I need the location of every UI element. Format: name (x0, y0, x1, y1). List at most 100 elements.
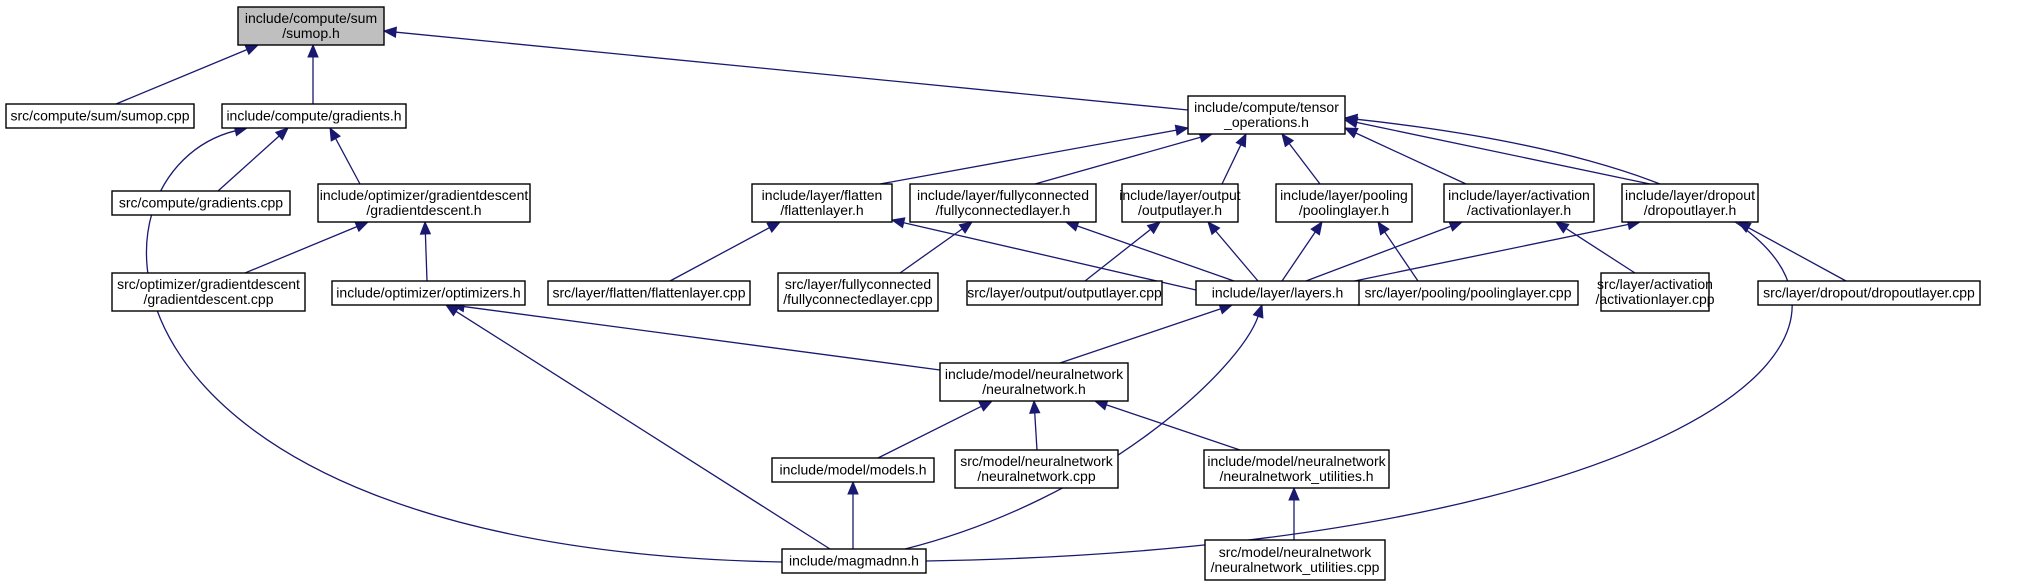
edges-layer (115, 26, 1847, 563)
edge-arrowhead (1288, 486, 1300, 501)
edge-dropout_h-to-tensor_ops_h (1343, 116, 1651, 185)
node-sumop-h[interactable]: include/compute/sum/sumop.h (237, 6, 385, 46)
node-flatten-cpp[interactable]: src/layer/flatten/flattenlayer.cpp (547, 280, 751, 306)
node-box (909, 183, 1097, 223)
edge-pooling_cpp-to-pooling_h (1377, 220, 1419, 282)
edge-gd_cpp-to-gd_h (244, 221, 370, 274)
node-label-line: src/layer/activation (1597, 276, 1713, 292)
edge-dropout_cpp-to-dropout_h (1736, 221, 1847, 282)
node-flatten-h[interactable]: include/layer/flatten/flattenlayer.h (751, 183, 893, 223)
edge-line (904, 315, 1260, 550)
node-box (777, 272, 939, 312)
edge-magmadnn_h-to-models_h (847, 480, 859, 549)
edge-line (1105, 403, 1241, 451)
edge-line (145, 129, 783, 563)
edge-nn_util_cpp-to-nn_util_h (1288, 486, 1300, 540)
edge-arrowhead (1281, 132, 1295, 148)
node-box (1757, 280, 1981, 306)
node-label-line: src/layer/output/outputlayer.cpp (967, 285, 1162, 301)
edge-arrowhead (1343, 127, 1359, 139)
node-label-line: /activationlayer.h (1467, 202, 1571, 218)
node-label-line: include/layer/fullyconnected (917, 187, 1089, 203)
node-gradients-cpp[interactable]: src/compute/gradients.cpp (111, 190, 291, 216)
node-nn-util-cpp[interactable]: src/model/neuralnetwork/neuralnetwork_ut… (1204, 539, 1386, 581)
node-box (221, 103, 407, 129)
node-nn-util-h[interactable]: include/model/neuralnetwork/neuralnetwor… (1203, 449, 1390, 489)
edge-flatten_cpp-to-flatten_h (669, 221, 782, 282)
node-box (1195, 280, 1360, 306)
edge-arrowhead (274, 127, 289, 141)
node-label-line: src/optimizer/gradientdescent (117, 276, 300, 292)
node-magmadnn-h[interactable]: include/magmadnn.h (781, 548, 927, 574)
edge-arrowhead (1377, 220, 1390, 236)
node-gradients-h[interactable]: include/compute/gradients.h (221, 103, 407, 129)
node-activation-cpp[interactable]: src/layer/activation/activationlayer.cpp (1595, 272, 1715, 312)
node-label-line: src/model/neuralnetwork (1219, 544, 1373, 560)
edge-flatten_h-to-tensor_ops_h (879, 124, 1190, 185)
node-dropout-cpp[interactable]: src/layer/dropout/dropoutlayer.cpp (1757, 280, 1981, 306)
edge-line (925, 118, 1793, 562)
edge-optimizers_h-to-gd_h (419, 220, 432, 282)
edge-layers_h-to-pooling_h (1281, 220, 1323, 282)
edge-arrowhead (978, 400, 994, 412)
edge-line (1034, 136, 1202, 185)
node-label-line: /fullyconnectedlayer.cpp (783, 291, 933, 307)
edge-arrowhead (1146, 221, 1162, 235)
edge-activation_cpp-to-activation_h (1554, 221, 1636, 274)
node-label-line: include/model/neuralnetwork (945, 366, 1124, 382)
edge-arrowhead (766, 221, 782, 233)
node-box (966, 280, 1163, 306)
node-box (1187, 95, 1346, 135)
node-pooling-h[interactable]: include/layer/pooling/poolinglayer.h (1275, 183, 1413, 223)
node-box (781, 548, 927, 574)
edge-line (669, 226, 771, 282)
edge-arrowhead (307, 43, 319, 58)
node-gd-h[interactable]: include/optimizer/gradientdescent/gradie… (317, 183, 531, 223)
edge-line (115, 48, 249, 105)
node-label-line: include/layer/dropout (1625, 187, 1755, 203)
node-label-line: src/layer/fullyconnected (785, 276, 931, 292)
node-label-line: include/compute/tensor (1194, 99, 1339, 115)
node-gd-cpp[interactable]: src/optimizer/gradientdescent/gradientde… (111, 272, 306, 312)
node-output-h[interactable]: include/layer/output/outputlayer.h (1119, 183, 1241, 223)
node-label-line: include/layer/activation (1448, 187, 1590, 203)
node-label-line: src/compute/gradients.cpp (119, 195, 283, 211)
node-layers-h[interactable]: include/layer/layers.h (1195, 280, 1360, 306)
edge-arrowhead (329, 126, 341, 142)
edge-line (1354, 132, 1467, 185)
edge-arrowhead (890, 217, 906, 229)
node-activation-h[interactable]: include/layer/activation/activationlayer… (1443, 183, 1595, 223)
edge-layers_h-to-flatten_h (890, 217, 1197, 291)
node-label-line: /outputlayer.h (1138, 202, 1222, 218)
node-label-line: include/compute/sum (245, 10, 377, 26)
node-label-line: include/optimizer/optimizers.h (336, 285, 520, 301)
node-label-line: src/layer/flatten/flattenlayer.cpp (553, 285, 746, 301)
node-dropout-h[interactable]: include/layer/dropout/dropoutlayer.h (1621, 183, 1759, 223)
edge-arrowhead (1252, 303, 1264, 319)
node-nn-h[interactable]: include/model/neuralnetwork/neuralnetwor… (939, 362, 1129, 402)
edge-arrowhead (1235, 132, 1247, 148)
node-optimizers-h[interactable]: include/optimizer/optimizers.h (331, 280, 526, 306)
edge-arrowhead (958, 221, 974, 234)
node-box (317, 183, 531, 223)
edge-activation_h-to-tensor_ops_h (1343, 127, 1467, 185)
node-models-h[interactable]: include/model/models.h (771, 457, 935, 483)
node-pooling-cpp[interactable]: src/layer/pooling/poolinglayer.cpp (1357, 280, 1579, 306)
edge-line (454, 310, 831, 550)
node-box (111, 190, 291, 216)
node-sumop-cpp[interactable]: src/compute/sum/sumop.cpp (5, 103, 195, 129)
edge-line (394, 31, 1189, 111)
edge-arrowhead (419, 220, 432, 235)
node-fc-h[interactable]: include/layer/fullyconnected/fullyconnec… (909, 183, 1097, 223)
node-output-cpp[interactable]: src/layer/output/outputlayer.cpp (966, 280, 1163, 306)
node-label-line: /neuralnetwork.h (982, 381, 1086, 397)
node-tensor-ops-h[interactable]: include/compute/tensor_operations.h (1187, 95, 1346, 135)
edge-line (899, 227, 964, 274)
node-nn-cpp[interactable]: src/model/neuralnetwork/neuralnetwork.cp… (954, 449, 1119, 489)
node-label-line: src/layer/pooling/poolinglayer.cpp (1364, 285, 1571, 301)
edge-arrowhead (382, 26, 398, 38)
node-label-line: include/layer/flatten (762, 187, 883, 203)
edge-arrowhead (1029, 399, 1041, 414)
node-label-line: /sumop.h (282, 25, 340, 41)
node-fc-cpp[interactable]: src/layer/fullyconnected/fullyconnectedl… (777, 272, 939, 312)
